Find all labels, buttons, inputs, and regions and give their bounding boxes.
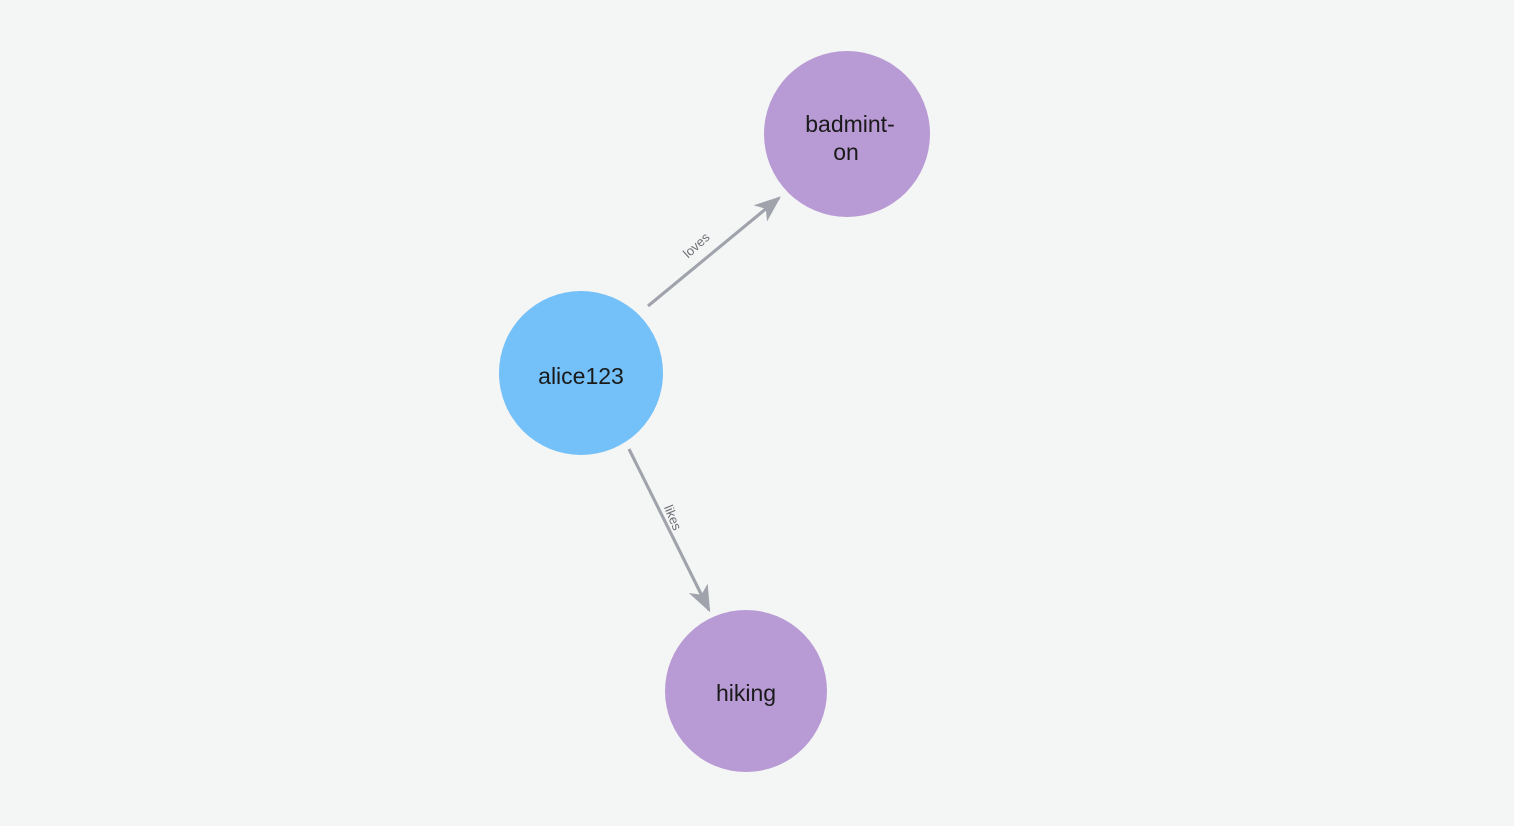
edge-alice123-loves-badminton[interactable] [647,196,781,308]
node-group-badminton[interactable]: badmint- on [764,51,930,217]
node-group-alice123[interactable]: alice123 [499,291,663,455]
node-badminton[interactable] [764,51,930,217]
node-alice123[interactable] [499,291,663,455]
node-hiking[interactable] [665,610,827,772]
edge-group-loves[interactable]: loves [647,196,781,308]
edge-group-likes[interactable]: likes [627,448,711,613]
node-group-hiking[interactable]: hiking [665,610,827,772]
edge-alice123-likes-hiking[interactable] [627,448,711,613]
